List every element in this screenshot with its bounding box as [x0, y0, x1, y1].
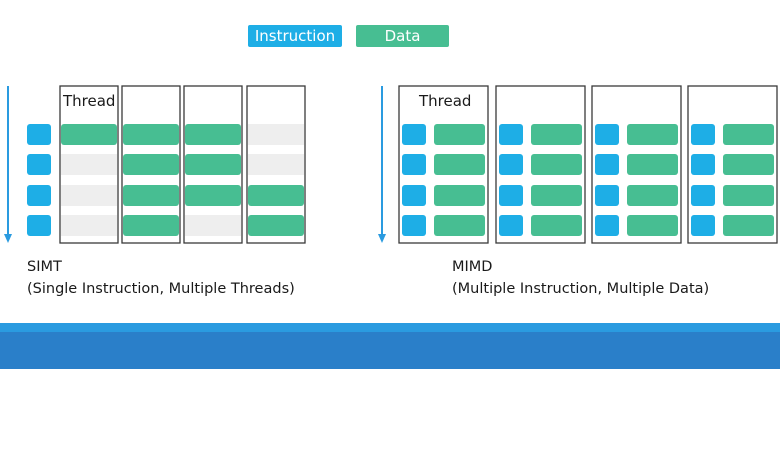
footer-band — [0, 332, 780, 369]
mimd-data-cell — [627, 215, 678, 236]
mimd-instruction-cell — [499, 185, 523, 206]
mimd-thread-column — [495, 85, 586, 244]
mimd-data-cell — [531, 215, 582, 236]
mimd-instruction-cell — [691, 185, 715, 206]
simt-data-cell — [248, 215, 304, 236]
simt-idle-cell — [185, 215, 241, 236]
mimd-instruction-cell — [595, 215, 619, 236]
simt-data-cell — [185, 124, 241, 145]
simt-idle-cell — [248, 154, 304, 175]
simt-thread-column — [183, 85, 243, 244]
simt-thread-column — [121, 85, 181, 244]
legend-data: Data — [356, 25, 449, 47]
simt-time-arrow-head — [4, 234, 12, 243]
simt-mimd-diagram — [4, 85, 778, 244]
simt-thread-column — [59, 85, 119, 244]
simt-subtitle: (Single Instruction, Multiple Threads) — [27, 281, 295, 297]
mimd-data-cell — [434, 185, 485, 206]
mimd-data-cell — [723, 185, 774, 206]
simt-instruction-cell — [27, 124, 51, 145]
simt-data-cell — [248, 185, 304, 206]
simt-idle-cell — [61, 215, 117, 236]
mimd-instruction-cell — [402, 154, 426, 175]
simt-instruction-cell — [27, 215, 51, 236]
simt-thread-label: Thread — [63, 92, 116, 110]
legend-instruction: Instruction — [248, 25, 342, 47]
mimd-subtitle: (Multiple Instruction, Multiple Data) — [452, 281, 710, 297]
simt-thread-column — [246, 85, 306, 244]
mimd-instruction-cell — [499, 154, 523, 175]
mimd-data-cell — [531, 124, 582, 145]
mimd-instruction-cell — [402, 124, 426, 145]
simt-idle-cell — [248, 124, 304, 145]
mimd-data-cell — [723, 124, 774, 145]
mimd-time-arrow-head — [378, 234, 386, 243]
simt-data-cell — [61, 124, 117, 145]
simt-instruction-cell — [27, 154, 51, 175]
mimd-instruction-cell — [691, 154, 715, 175]
simt-data-cell — [185, 154, 241, 175]
mimd-instruction-cell — [691, 215, 715, 236]
mimd-data-cell — [723, 215, 774, 236]
simt-data-cell — [123, 124, 179, 145]
mimd-data-cell — [723, 154, 774, 175]
mimd-instruction-cell — [595, 154, 619, 175]
mimd-instruction-cell — [691, 124, 715, 145]
mimd-title: MIMD — [452, 259, 493, 275]
simt-data-cell — [185, 185, 241, 206]
mimd-thread-label: Thread — [419, 92, 472, 110]
footer-band-accent — [0, 323, 780, 332]
mimd-instruction-cell — [402, 185, 426, 206]
simt-instruction-cell — [27, 185, 51, 206]
mimd-instruction-cell — [595, 185, 619, 206]
mimd-data-cell — [434, 154, 485, 175]
mimd-thread-column — [687, 85, 778, 244]
simt-idle-cell — [61, 185, 117, 206]
simt-title: SIMT — [27, 259, 62, 275]
mimd-caption: MIMD (Multiple Instruction, Multiple Dat… — [452, 256, 709, 300]
mimd-instruction-cell — [499, 124, 523, 145]
mimd-data-cell — [627, 185, 678, 206]
mimd-instruction-cell — [595, 124, 619, 145]
mimd-data-cell — [434, 124, 485, 145]
simt-data-cell — [123, 154, 179, 175]
simt-idle-cell — [61, 154, 117, 175]
mimd-data-cell — [627, 154, 678, 175]
mimd-thread-column — [591, 85, 682, 244]
mimd-data-cell — [531, 185, 582, 206]
mimd-thread-column — [398, 85, 489, 244]
mimd-data-cell — [531, 154, 582, 175]
mimd-data-cell — [627, 124, 678, 145]
simt-data-cell — [123, 215, 179, 236]
simt-caption: SIMT (Single Instruction, Multiple Threa… — [27, 256, 295, 300]
mimd-instruction-cell — [499, 215, 523, 236]
mimd-instruction-cell — [402, 215, 426, 236]
simt-data-cell — [123, 185, 179, 206]
mimd-data-cell — [434, 215, 485, 236]
